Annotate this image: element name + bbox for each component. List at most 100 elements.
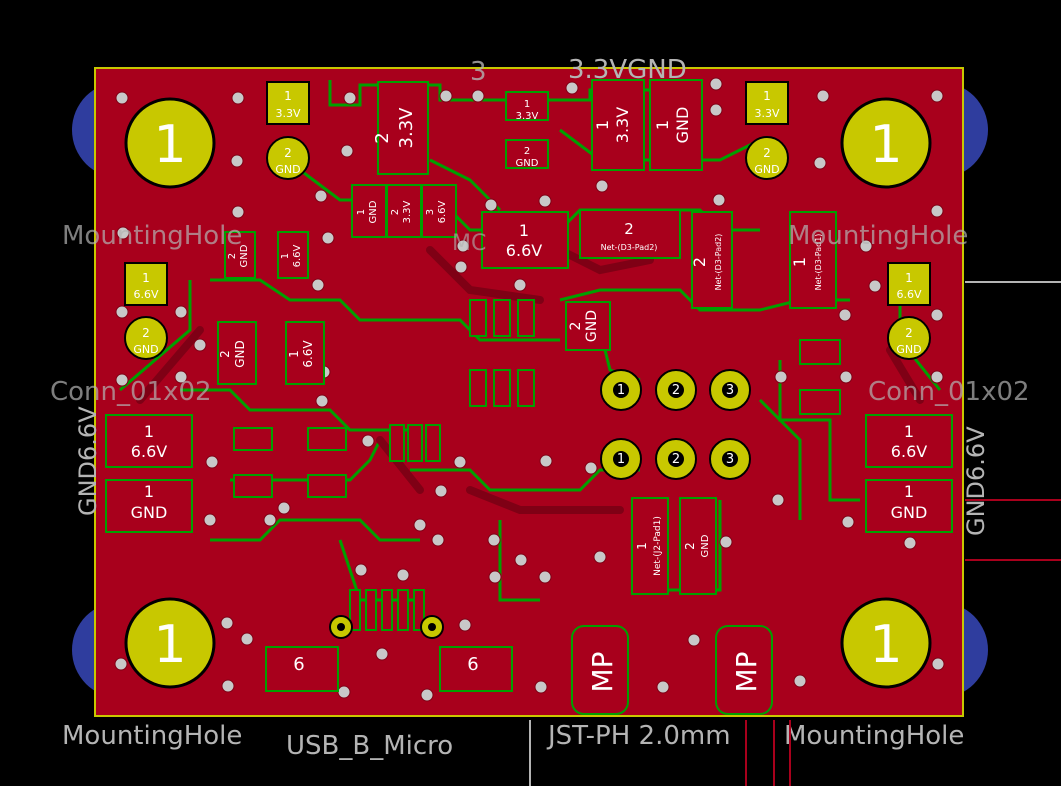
- pad-number: 2: [284, 146, 292, 160]
- svg-text:2: 2: [690, 257, 709, 267]
- silk-mh-bottom-right: MountingHole: [784, 721, 964, 751]
- mh-pad-label: 1: [153, 115, 186, 175]
- svg-text:GND: GND: [516, 158, 539, 169]
- smd-pads[interactable]: [105, 79, 953, 715]
- pad-number: 1: [905, 271, 913, 285]
- pad-number: 2: [142, 326, 150, 340]
- silk-mh-bottom-left: MountingHole: [62, 721, 242, 751]
- pad-labels: 2 3.3V 1 3.3V 2 GND 1 3.3V 1 GND 1 GND 2…: [131, 99, 928, 693]
- svg-text:1: 1: [635, 542, 649, 550]
- silk-conn-right: Conn_01x02: [868, 377, 1030, 407]
- svg-text:2: 2: [390, 209, 401, 215]
- svg-text:GND: GND: [700, 534, 711, 557]
- svg-text:2: 2: [227, 253, 238, 259]
- svg-text:2: 2: [524, 146, 530, 157]
- svg-text:6.6V: 6.6V: [891, 442, 927, 461]
- silk-conn-left: Conn_01x02: [50, 377, 212, 407]
- svg-text:3: 3: [425, 209, 436, 215]
- svg-text:6.6V: 6.6V: [506, 241, 542, 260]
- vias: [114, 77, 945, 702]
- pad-net: 3.3V: [754, 107, 779, 120]
- svg-text:6.6V: 6.6V: [292, 244, 303, 267]
- svg-text:1: 1: [904, 482, 914, 501]
- svg-text:GND: GND: [233, 340, 247, 368]
- silkscreen: MountingHole MountingHole MountingHole M…: [50, 55, 1030, 761]
- svg-text:6: 6: [293, 654, 304, 675]
- header-pin-label: 3: [726, 383, 734, 398]
- silk-gnd66-left: GND6.6V: [74, 406, 102, 516]
- pad-net: 6.6V: [896, 288, 921, 301]
- svg-text:GND: GND: [131, 503, 168, 522]
- svg-text:1: 1: [519, 221, 529, 240]
- svg-text:2: 2: [624, 220, 634, 238]
- pad-number: 1: [284, 89, 292, 103]
- svg-text:1: 1: [593, 120, 612, 130]
- copper-traces: [119, 80, 942, 602]
- pad-net: GND: [896, 343, 921, 356]
- header-pin-label: 2: [672, 383, 680, 398]
- silk-mh-top-left: MountingHole: [62, 221, 242, 251]
- pad-number: 2: [763, 146, 771, 160]
- svg-text:GND: GND: [239, 244, 250, 267]
- header-2x3[interactable]: 1 2 3 1 2 3: [600, 369, 751, 480]
- svg-text:6.6V: 6.6V: [131, 442, 167, 461]
- pad-net: 3.3V: [275, 107, 300, 120]
- svg-text:Net-(J2-Pad1): Net-(J2-Pad1): [653, 516, 663, 576]
- svg-text:3.3V: 3.3V: [396, 107, 417, 149]
- silk-top-3: 3: [470, 57, 487, 87]
- svg-text:MP: MP: [586, 651, 619, 692]
- connector-left[interactable]: 1 6.6V 2 GND: [124, 262, 168, 360]
- svg-text:2: 2: [568, 322, 584, 331]
- pad-number: 1: [763, 89, 771, 103]
- svg-text:2: 2: [218, 350, 232, 358]
- usb-shield-holes: [329, 615, 444, 639]
- mh-pad-label: 1: [869, 115, 902, 175]
- svg-text:Net-(D3-Pad1): Net-(D3-Pad1): [814, 234, 823, 291]
- mh-pad-label: 1: [869, 615, 902, 675]
- svg-text:1: 1: [280, 253, 291, 259]
- svg-text:GND: GND: [584, 310, 600, 342]
- pad-net: GND: [754, 163, 779, 176]
- connector-top-left[interactable]: 1 3.3V 2 GND: [266, 81, 310, 180]
- svg-text:2: 2: [372, 132, 393, 143]
- header-pin-label: 3: [726, 452, 734, 467]
- svg-text:GND: GND: [891, 503, 928, 522]
- mounting-hole-pads[interactable]: 1 1 1 1: [124, 97, 932, 689]
- svg-text:Net-(D3-Pad2): Net-(D3-Pad2): [601, 243, 658, 252]
- svg-text:6.6V: 6.6V: [301, 340, 315, 368]
- pad-number: 1: [142, 271, 150, 285]
- svg-text:6.6V: 6.6V: [437, 200, 448, 223]
- connector-right[interactable]: 1 6.6V 2 GND: [887, 262, 931, 360]
- svg-text:1: 1: [144, 422, 154, 441]
- silk-gnd66-right: GND6.6V: [962, 426, 990, 536]
- svg-text:1: 1: [653, 120, 672, 130]
- edge-lines: [529, 281, 1061, 786]
- silk-usb: USB_B_Micro: [286, 731, 453, 761]
- svg-text:Net-(D3-Pad2): Net-(D3-Pad2): [714, 234, 723, 291]
- pad-net: GND: [275, 163, 300, 176]
- svg-text:6: 6: [467, 654, 478, 675]
- pad-net: GND: [133, 343, 158, 356]
- header-pin-label: 1: [617, 452, 625, 467]
- svg-text:1: 1: [524, 99, 530, 110]
- pad-net: 6.6V: [133, 288, 158, 301]
- svg-text:MP: MP: [730, 651, 763, 692]
- header-pin-label: 2: [672, 452, 680, 467]
- svg-text:2: 2: [683, 542, 697, 550]
- svg-text:1: 1: [287, 350, 301, 358]
- svg-text:1: 1: [790, 257, 809, 267]
- svg-text:3.3V: 3.3V: [516, 111, 539, 122]
- connector-top-right[interactable]: 1 3.3V 2 GND: [745, 81, 789, 180]
- silk-jst: JST-PH 2.0mm: [546, 721, 731, 751]
- silk-mc: MC: [452, 231, 486, 256]
- silk-33v-gnd: 3.3VGND: [568, 55, 687, 85]
- svg-text:GND: GND: [673, 107, 692, 144]
- edge-lines-red: [745, 499, 1061, 786]
- silk-mh-top-right: MountingHole: [788, 221, 968, 251]
- mh-pad-label: 1: [153, 615, 186, 675]
- header-pin-label: 1: [617, 383, 625, 398]
- svg-text:GND: GND: [368, 200, 379, 223]
- svg-text:1: 1: [904, 422, 914, 441]
- svg-text:1: 1: [356, 209, 367, 215]
